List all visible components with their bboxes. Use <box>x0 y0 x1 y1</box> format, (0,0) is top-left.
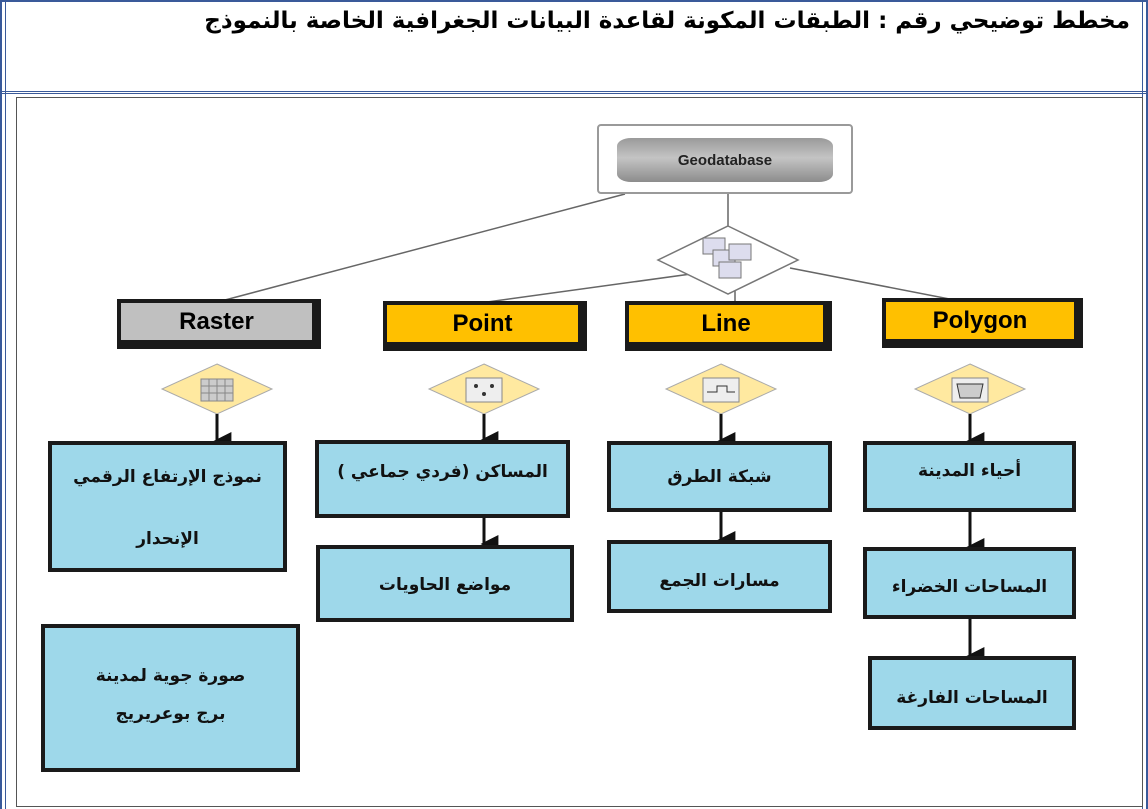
dem-slope-box: نموذج الإرتفاع الرقمي الإنحدار <box>48 441 287 572</box>
geodatabase-label: Geodatabase <box>617 138 833 182</box>
collection-box: مسارات الجمع <box>607 540 832 613</box>
point-feature-icon <box>427 363 541 415</box>
containers-label: مواضع الحاويات <box>378 575 512 595</box>
roads-label: شبكة الطرق <box>667 467 772 487</box>
flow-arrows <box>213 414 985 665</box>
subtype-icon <box>656 225 800 295</box>
title-band <box>0 0 1148 94</box>
tree-connectors <box>224 193 971 304</box>
containers-box: مواضع الحاويات <box>316 545 574 622</box>
polygon-feature-icon <box>913 363 1027 415</box>
roads-box: شبكة الطرق <box>607 441 832 512</box>
neighborhoods-box: أحياء المدينة <box>863 441 1076 512</box>
polygon-layer-box: Polygon <box>882 298 1083 348</box>
geodatabase-node: Geodatabase <box>597 124 853 194</box>
page-title: مخطط توضيحي رقم : الطبقات المكونة لقاعدة… <box>204 8 1130 34</box>
point-layer-box: Point <box>383 301 587 351</box>
green-spaces-box: المساحات الخضراء <box>863 547 1076 619</box>
line-feature-icon <box>664 363 778 415</box>
dem-label: نموذج الإرتفاع الرقمي <box>73 467 262 487</box>
aerial-city-label: برج بوعريريج <box>115 704 226 724</box>
vacant-spaces-box: المساحات الفارغة <box>868 656 1076 730</box>
vacant-spaces-label: المساحات الفارغة <box>896 688 1048 708</box>
housing-box: المساكن (فردي جماعي ) <box>315 440 570 518</box>
green-spaces-label: المساحات الخضراء <box>891 577 1048 597</box>
aerial-label: صورة جوية لمدينة <box>95 666 246 686</box>
diagram-frame <box>16 97 1143 807</box>
raster-grid-icon <box>160 363 274 415</box>
frame-left-border <box>0 0 6 809</box>
raster-layer-box: Raster <box>117 299 321 349</box>
slope-label: الإنحدار <box>136 529 199 549</box>
collection-label: مسارات الجمع <box>659 571 780 591</box>
housing-label: المساكن (فردي جماعي ) <box>337 462 548 482</box>
line-layer-box: Line <box>625 301 832 351</box>
aerial-photo-box: صورة جوية لمدينة برج بوعريريج <box>41 624 300 772</box>
neighborhoods-label: أحياء المدينة <box>917 461 1022 481</box>
